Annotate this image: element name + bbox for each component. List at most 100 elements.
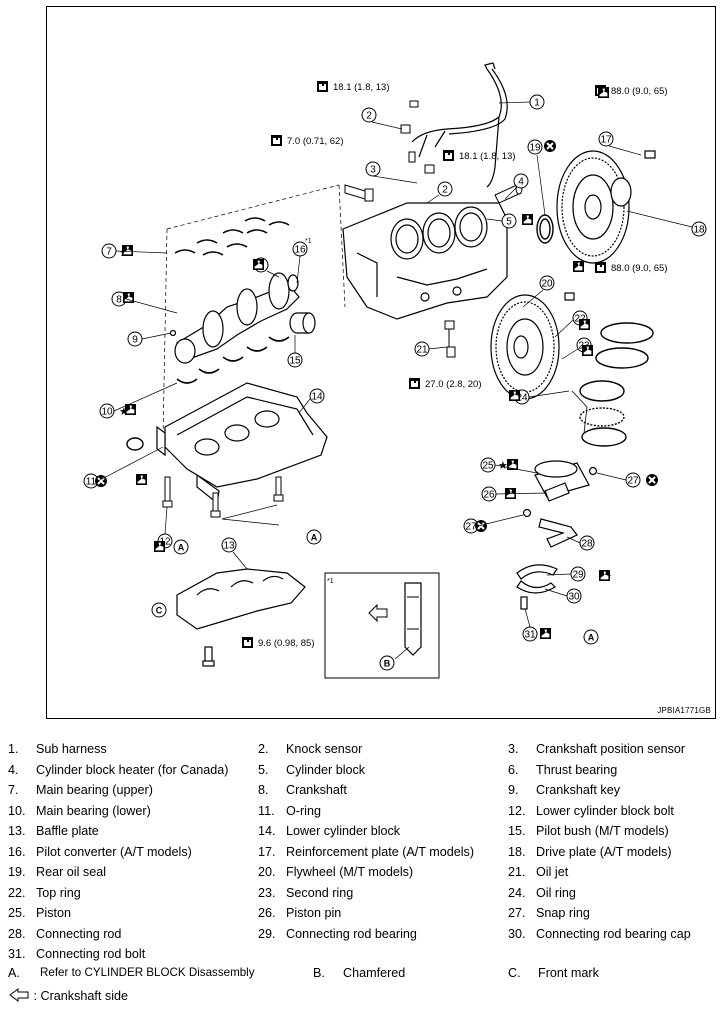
callout-11: 11 [83,473,99,489]
svg-text:25: 25 [482,461,494,472]
legend-number: 22. [8,885,26,900]
callout-14: 14 [309,388,325,404]
torque-spec: 27.0 (2.8, 20) [409,378,482,390]
callout-13: 13 [221,537,237,553]
oil-can-icon [508,389,521,402]
legend-number: 21. [508,865,526,879]
legend-label: Cylinder block heater (for Canada) [36,762,229,777]
torque-spec: 88.0 (9.0, 65) [595,85,668,97]
legend-number: 24. [508,885,526,900]
oil-can-icon [572,260,585,273]
note-text: Front mark [538,966,599,980]
cylinder-block-part [342,202,508,320]
legend-number: 27. [508,906,526,920]
legend-label: O-ring [286,803,321,818]
svg-text:12: 12 [159,537,171,548]
svg-text:21: 21 [416,345,428,356]
legend-number: 26. [258,906,276,920]
svg-text:11: 11 [86,477,97,488]
legend-label: Lower cylinder block [286,824,401,838]
legend-label: Cylinder block [286,762,366,777]
legend-label: Drive plate (A/T models) [536,844,672,859]
svg-text:7: 7 [106,247,112,258]
arrow-note-text: : Crankshaft side [30,989,128,1003]
legend-number: 13. [8,824,26,838]
legend-label: Rear oil seal [36,865,106,879]
callout-18: 18 [691,221,707,237]
svg-text:28: 28 [581,539,593,550]
oil-can-icon [598,569,611,582]
legend-number: 11. [258,803,275,818]
svg-text:C: C [156,606,163,616]
letter-mark-C: C [151,602,167,618]
legend-label: Connecting rod [36,926,122,941]
svg-text:9: 9 [132,335,138,346]
callout-25: 25 [480,457,496,473]
letter-mark-B: B [379,655,395,671]
svg-text:A: A [588,633,595,643]
svg-text:27: 27 [465,522,477,533]
callout-31: 31 [522,626,538,642]
callout-1: 1 [529,94,545,110]
svg-text:16: 16 [294,245,306,256]
oil-can-icon [539,627,552,640]
legend-number: 17. [258,844,276,859]
detail-mark: *1 [327,578,334,585]
star-mark: ★ [498,460,508,472]
left-arrow-icon [9,988,29,1002]
figure-id: JPBIA1771GB [657,706,711,715]
svg-text:20: 20 [541,279,553,290]
pilot-bush-part [287,274,316,334]
oil-can-icon [578,318,591,331]
torque-spec: 18.1 (1.8, 13) [317,81,390,93]
legend-label: Oil jet [536,865,569,879]
callout-19: 19 [527,139,543,155]
callout-2: 2 [437,181,453,197]
assembly-guide-lines [162,184,346,438]
legend-label: Connecting rod bolt [36,947,146,961]
no-reuse-icon [94,474,108,488]
note-letter: C. [508,966,521,980]
drive-plate-part [556,150,656,264]
torque-specs-layer: 18.1 (1.8, 13)18.1 (1.8, 13)7.0 (0.71, 6… [242,81,668,649]
legend-label: Lower cylinder block bolt [536,803,674,818]
legend-label: Sub harness [36,742,107,756]
legend-number: 20. [258,865,276,879]
oil-can-icon [597,86,610,99]
no-reuse-icon [645,473,659,487]
legend-number: 5. [258,762,269,777]
lower-cylinder-block-bolt-part [162,476,284,526]
letter-mark-A: A [583,629,599,645]
legend-label: Piston pin [286,906,342,920]
torque-spec: 88.0 (9.0, 65) [595,262,668,274]
svg-text:1: 1 [534,98,540,109]
legend-number: 12. [508,803,526,818]
legend-number: 15. [508,824,526,838]
svg-text:13: 13 [223,541,235,552]
flywheel-part [490,292,575,400]
oil-can-icon [122,291,135,304]
legend-label: Baffle plate [36,824,99,838]
legend-label: Crankshaft [286,783,347,797]
legend-label: Oil ring [536,885,576,900]
legend-label: Main bearing (lower) [36,803,151,818]
svg-text:4: 4 [518,177,524,188]
svg-text:5: 5 [506,217,512,228]
callout-28: 28 [579,535,595,551]
letter-mark-A: A [173,539,189,555]
leader-lines [97,101,693,628]
svg-text:3: 3 [370,165,376,176]
crankshaft-position-sensor-part [344,184,374,202]
exploded-view-drawing: 1223456789101112131415161718192021222324… [83,62,707,679]
oil-can-icon [121,244,134,257]
svg-text:9.6 (0.98, 85): 9.6 (0.98, 85) [258,638,315,649]
callout-4: 4 [513,173,529,189]
legend-number: 14. [258,824,276,838]
svg-text:19: 19 [529,143,541,154]
legend-number: 1. [8,742,19,756]
svg-text:A: A [311,533,318,543]
legend-number: 4. [8,762,19,777]
svg-text:2: 2 [442,185,448,196]
svg-text:8: 8 [116,295,122,306]
legend-number: 30. [508,926,526,941]
